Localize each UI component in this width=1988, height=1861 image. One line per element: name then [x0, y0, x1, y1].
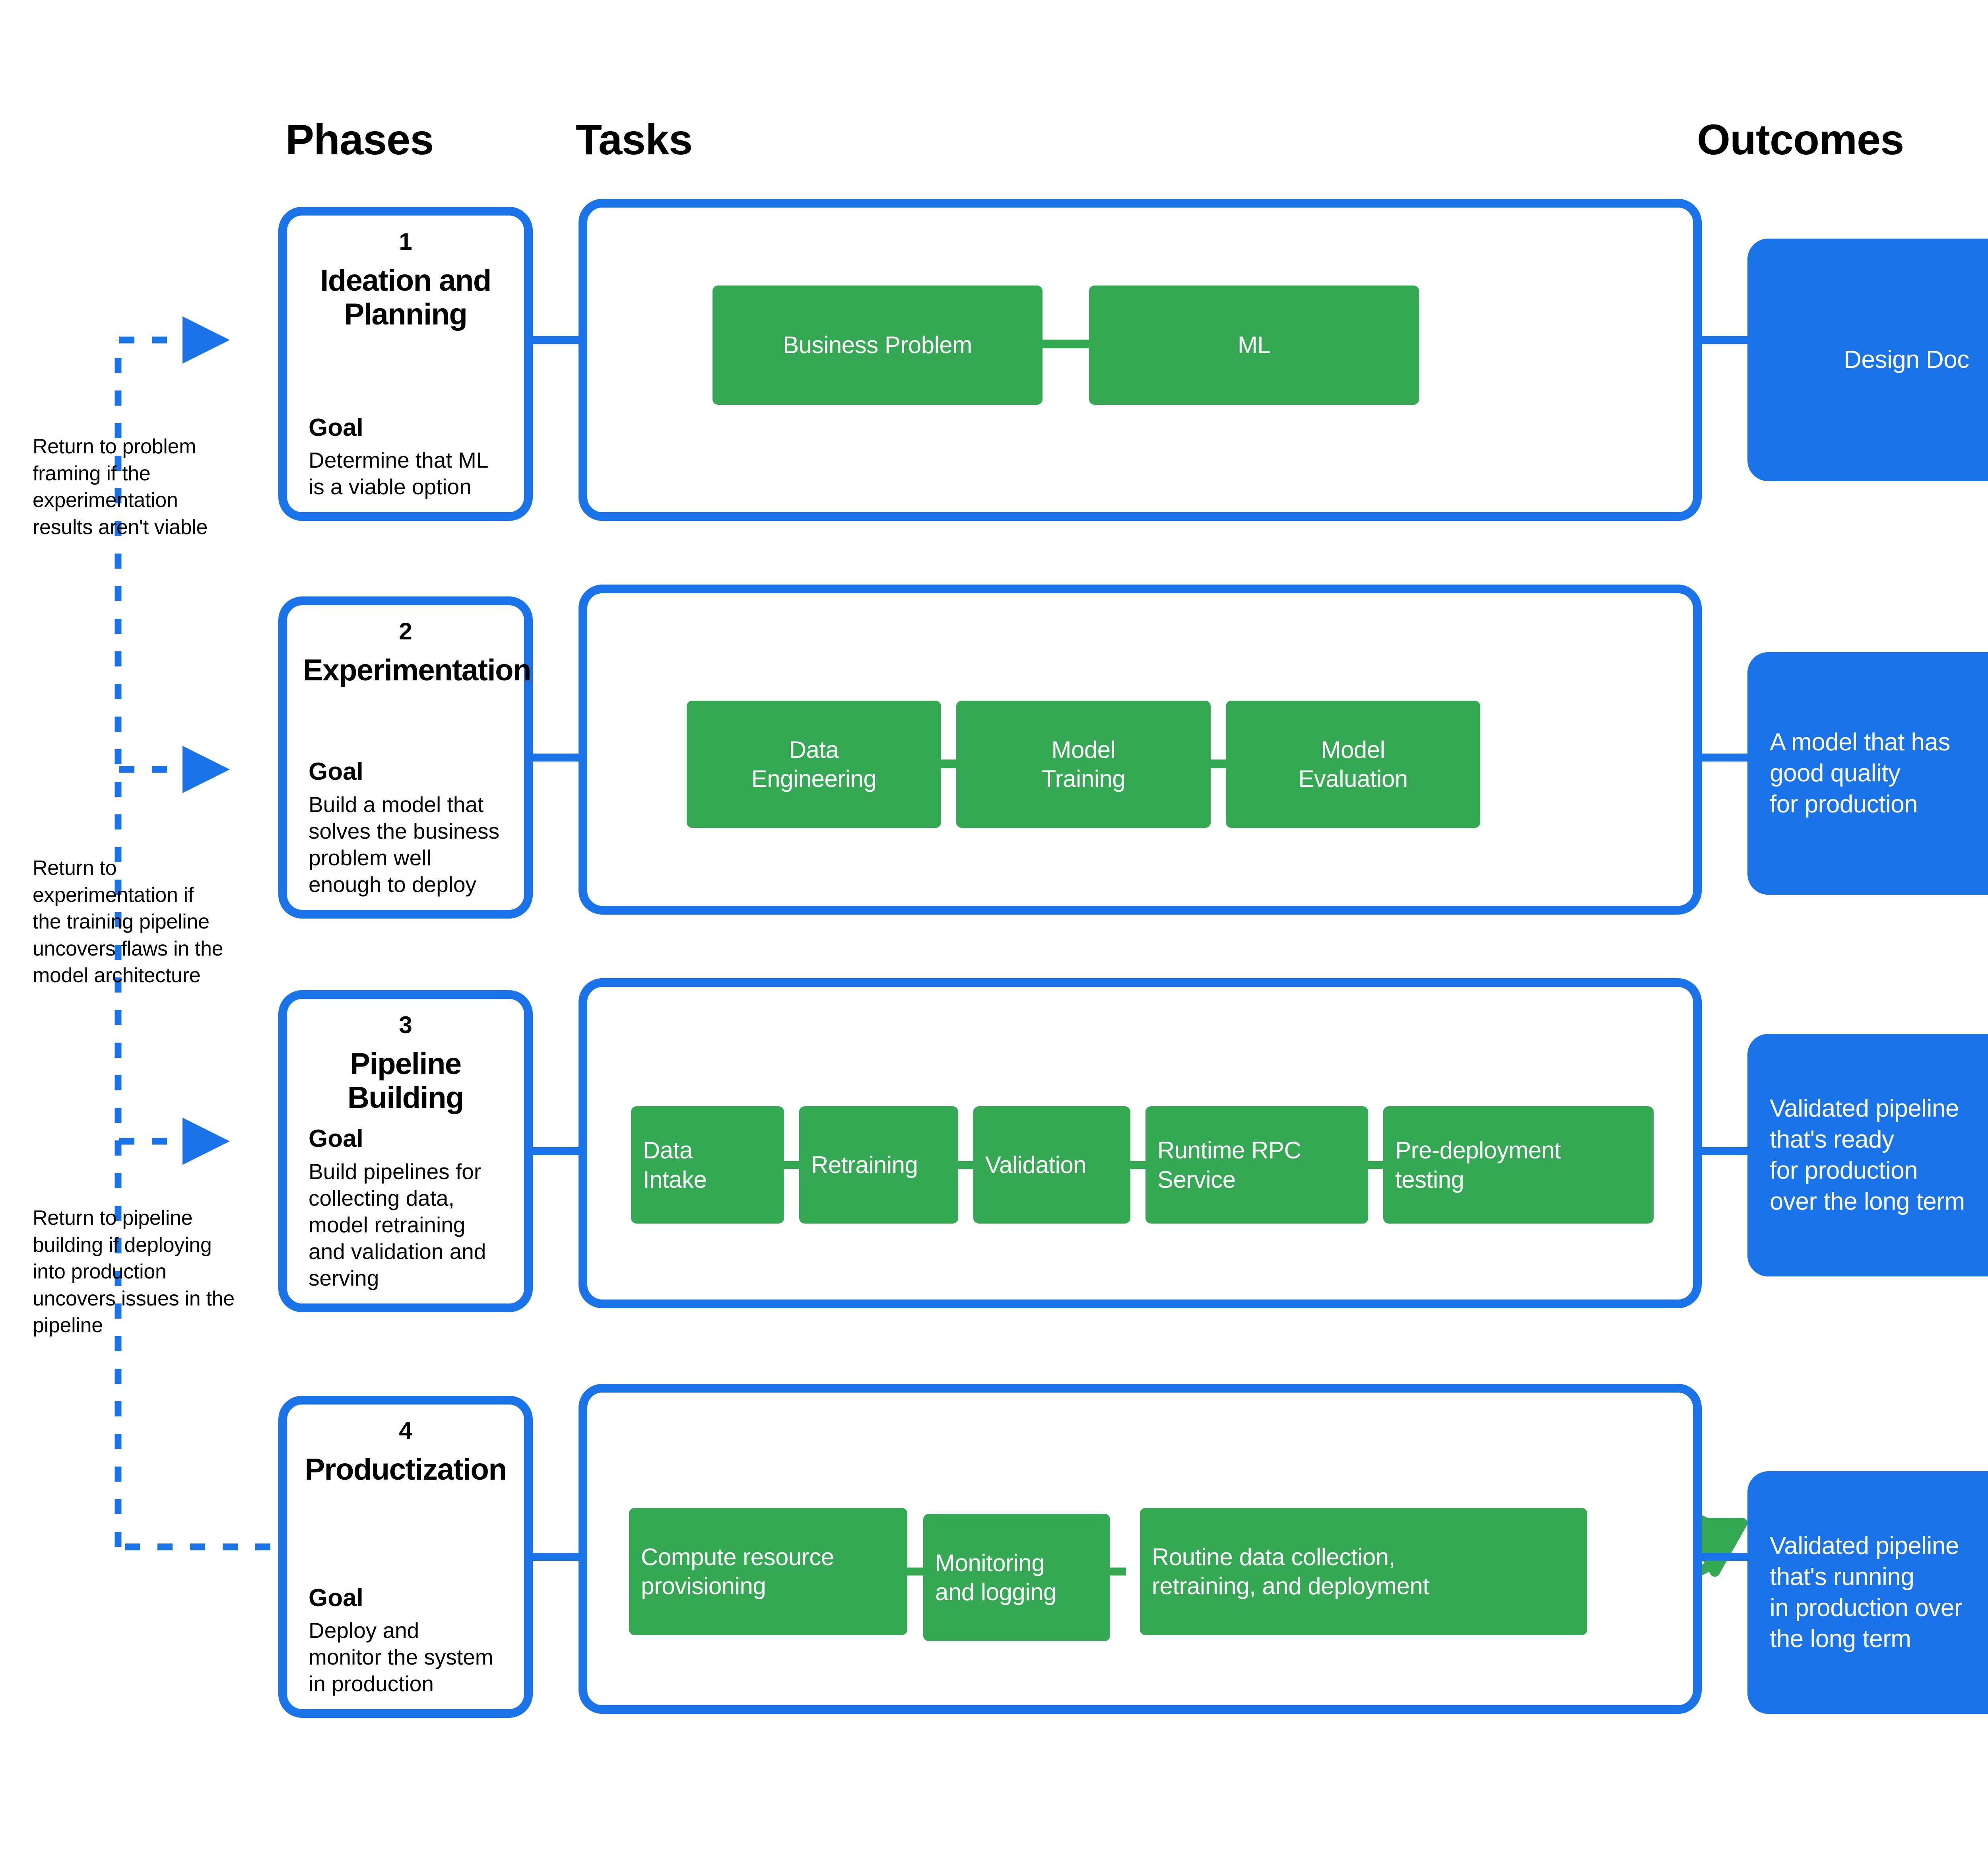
task-connector	[1130, 1161, 1145, 1169]
phase-number: 3	[399, 1012, 412, 1038]
task-connector	[941, 760, 956, 768]
phase-title: Pipeline Building	[348, 1047, 464, 1115]
goal-text: Deploy and monitor the system in product…	[309, 1618, 493, 1696]
column-header-phases: Phases	[285, 115, 434, 163]
task-connector	[1368, 1161, 1383, 1169]
task-box[interactable]: Data Engineering	[687, 701, 941, 828]
outcome-box-1[interactable]: Design Doc	[1747, 239, 1988, 481]
task-box[interactable]: Data Intake	[631, 1106, 784, 1224]
phase-goal-block: Goal Determine that ML is a viable optio…	[303, 414, 508, 500]
feedback-annotation-3: Return to pipeline building if deploying…	[33, 1206, 235, 1337]
column-header-outcomes: Outcomes	[1697, 115, 1904, 163]
outcome-box-2[interactable]: A model that has good quality for produc…	[1747, 652, 1988, 895]
phase-title: Productization	[305, 1453, 507, 1486]
task-box[interactable]: Routine data collection, retraining, and…	[1140, 1508, 1587, 1635]
phase-number: 1	[399, 228, 412, 255]
task-box[interactable]: Pre-deployment testing	[1383, 1106, 1654, 1224]
connector-tasks3-outcome3	[1702, 1147, 1749, 1155]
task-box[interactable]: Runtime RPC Service	[1145, 1106, 1368, 1224]
phase-card-1[interactable]: 1 Ideation and Planning Goal Determine t…	[278, 207, 533, 521]
task-connector	[784, 1161, 799, 1169]
phase-goal-block: Goal Build pipelines for collecting data…	[303, 1125, 508, 1292]
phase-goal-block: Goal Build a model that solves the busin…	[303, 758, 508, 898]
task-box[interactable]: Monitoring and logging	[923, 1514, 1110, 1641]
task-box[interactable]: Business Problem	[712, 286, 1043, 405]
connector-tasks2-outcome2	[1702, 754, 1749, 761]
task-connector	[1110, 1568, 1126, 1575]
phase-goal-block: Goal Deploy and monitor the system in pr…	[303, 1584, 508, 1697]
task-box[interactable]: Compute resource provisioning	[629, 1508, 907, 1635]
connector-tasks1-outcome1	[1702, 336, 1749, 344]
task-box[interactable]: Model Training	[956, 701, 1211, 828]
goal-label: Goal	[309, 1125, 363, 1153]
outcome-box-4[interactable]: Validated pipeline that's running in pro…	[1747, 1471, 1988, 1714]
task-connector	[1211, 760, 1226, 768]
goal-label: Goal	[309, 758, 363, 786]
connector-tasks4-outcome4	[1702, 1553, 1749, 1561]
feedback-annotation-2: Return to experimentation if the trainin…	[33, 857, 223, 987]
connector-phase1-tasks1	[533, 336, 580, 344]
task-connector	[907, 1568, 923, 1575]
task-connector	[958, 1161, 973, 1169]
tasks-card-1[interactable]: Business Problem ML	[579, 199, 1702, 521]
phase-title: Experimentation	[303, 653, 531, 687]
goal-label: Goal	[309, 414, 363, 441]
task-box[interactable]: Validation	[973, 1106, 1130, 1224]
tasks-card-4[interactable]: Compute resource provisioning Monitoring…	[579, 1384, 1702, 1714]
phase-card-2[interactable]: 2 Experimentation Goal Build a model tha…	[278, 596, 533, 919]
connector-phase4-tasks4	[533, 1553, 580, 1561]
task-box[interactable]: ML	[1089, 286, 1419, 405]
tasks-card-2[interactable]: Data Engineering Model Training Model Ev…	[579, 585, 1702, 915]
phase-card-4[interactable]: 4 Productization Goal Deploy and monitor…	[278, 1396, 533, 1718]
task-box[interactable]: Retraining	[799, 1106, 958, 1224]
phase-number: 4	[399, 1417, 412, 1444]
phase-title: Ideation and Planning	[320, 264, 491, 332]
feedback-annotation-1: Return to problem framing if the experim…	[33, 435, 208, 539]
column-header-tasks: Tasks	[576, 115, 693, 163]
connector-phase3-tasks3	[533, 1147, 580, 1155]
phase-number: 2	[399, 618, 412, 645]
goal-text: Determine that ML is a viable option	[309, 447, 489, 499]
tasks-card-3[interactable]: Data Intake Retraining Validation Runtim…	[579, 978, 1702, 1308]
goal-label: Goal	[309, 1584, 363, 1612]
outcome-box-3[interactable]: Validated pipeline that's ready for prod…	[1747, 1034, 1988, 1276]
task-box[interactable]: Model Evaluation	[1226, 701, 1480, 828]
phase-card-3[interactable]: 3 Pipeline Building Goal Build pipelines…	[278, 990, 533, 1312]
goal-text: Build a model that solves the business p…	[309, 792, 499, 897]
task-connector	[1043, 340, 1089, 348]
goal-text: Build pipelines for collecting data, mod…	[309, 1159, 486, 1290]
connector-phase2-tasks2	[533, 754, 580, 761]
